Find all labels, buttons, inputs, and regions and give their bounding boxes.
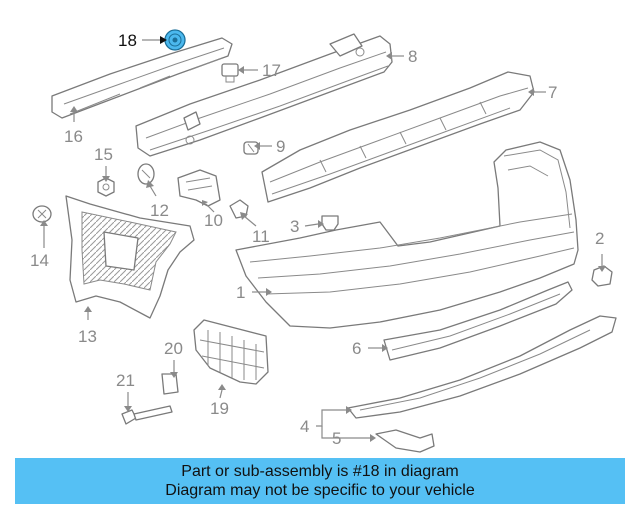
part-21-bolt [121, 405, 173, 425]
callout-7: 7 [548, 83, 557, 102]
info-banner: Part or sub-assembly is #18 in diagram D… [15, 458, 625, 504]
callout-10: 10 [204, 211, 223, 230]
reinforcement-bar [135, 33, 393, 157]
part-5-end-trim [375, 429, 435, 453]
leader-lines [40, 36, 606, 442]
part-19-grille [193, 319, 269, 385]
callout-9: 9 [276, 137, 285, 156]
callout-20: 20 [164, 339, 183, 358]
callout-1: 1 [236, 283, 245, 302]
upper-bracket [51, 37, 233, 119]
callout-14: 14 [30, 251, 49, 270]
part-17-fastener [221, 63, 239, 83]
callout-4: 4 [300, 417, 309, 436]
callout-3: 3 [290, 217, 299, 236]
part-20-bracket [161, 373, 179, 395]
part-12-clip [137, 163, 155, 185]
callout-21: 21 [116, 371, 135, 390]
part-1-bumper-cover [235, 141, 579, 329]
part-3-fastener [321, 215, 339, 231]
callout-5: 5 [332, 429, 341, 448]
part-6-trim-strip [383, 281, 573, 361]
callout-11: 11 [252, 227, 270, 246]
callout-15: 15 [94, 145, 113, 164]
callout-13: 13 [78, 327, 97, 346]
banner-line-2: Diagram may not be specific to your vehi… [165, 482, 475, 499]
part-13-guide-bracket [65, 195, 195, 319]
callout-8: 8 [408, 47, 417, 66]
banner-line-1: Part or sub-assembly is #18 in diagram [181, 463, 459, 480]
callout-17: 17 [262, 61, 281, 80]
parts-diagram: 1 2 3 4 5 6 7 8 9 10 11 12 13 14 15 16 1… [30, 29, 617, 453]
part-10-bracket [177, 169, 221, 207]
callout-16: 16 [64, 127, 83, 146]
callout-12: 12 [150, 201, 169, 220]
callout-2: 2 [595, 229, 604, 248]
callout-18: 18 [118, 31, 137, 50]
callout-19: 19 [210, 399, 229, 418]
part-4-diffuser [347, 315, 617, 419]
part-9-clip [243, 141, 259, 155]
energy-absorber [261, 71, 535, 203]
part-18-fastener [164, 29, 186, 51]
part-14-clip [32, 205, 52, 223]
callout-6: 6 [352, 339, 361, 358]
